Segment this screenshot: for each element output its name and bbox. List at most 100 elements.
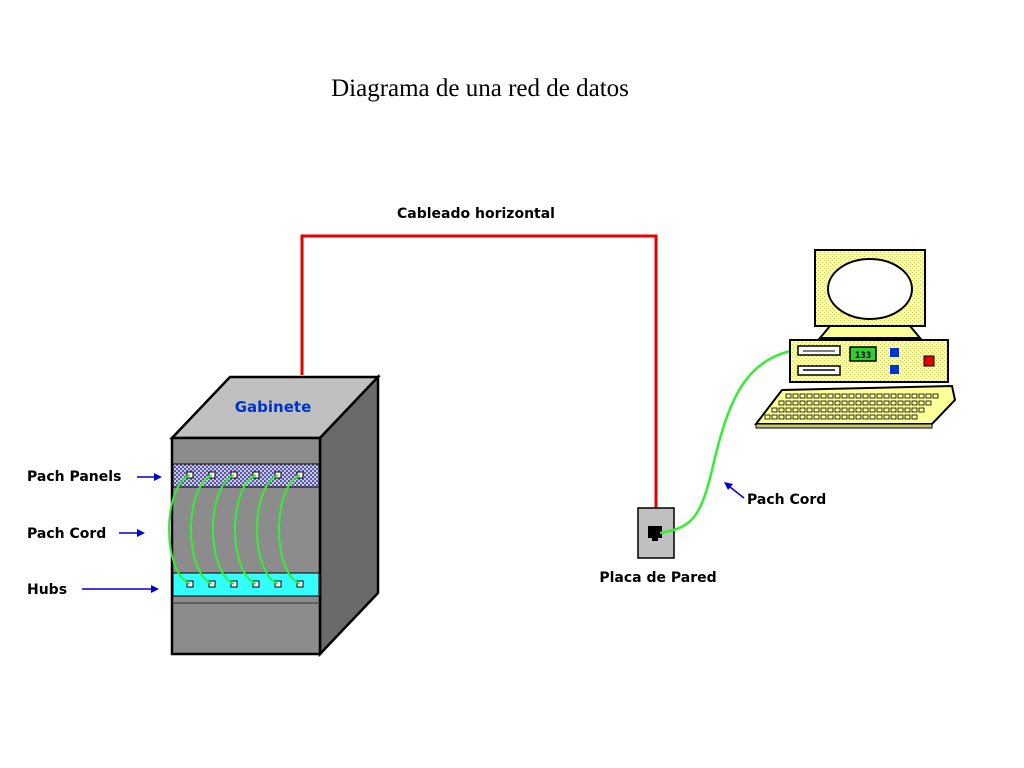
patch-panel-strip	[172, 463, 320, 488]
wall-plate-label: Placa de Pared	[599, 570, 716, 586]
keyboard-key	[855, 400, 862, 406]
keyboard-key	[841, 414, 848, 420]
keyboard-key	[792, 393, 799, 399]
keyboard-key	[799, 407, 806, 413]
keyboard-key	[883, 414, 890, 420]
keyboard-key	[778, 407, 785, 413]
keyboard-key	[925, 393, 932, 399]
keyboard-key	[890, 400, 897, 406]
indicator-blue-bottom	[890, 365, 899, 374]
patch-cord-to-computer	[659, 348, 796, 535]
keyboard-key	[855, 414, 862, 420]
keyboard-key	[918, 407, 925, 413]
cabinet-patch-cord	[234, 474, 257, 585]
keyboard-key	[806, 393, 813, 399]
keyboard-key	[806, 414, 813, 420]
keyboard-key	[869, 400, 876, 406]
keyboard-key	[799, 400, 806, 406]
keyboard-key	[785, 393, 792, 399]
keyboard-key	[911, 407, 918, 413]
keyboard-key	[897, 407, 904, 413]
keyboard-key	[911, 414, 918, 420]
cabinet: Gabinete	[168, 373, 381, 658]
keyboard-key	[904, 407, 911, 413]
keyboard-key	[918, 400, 925, 406]
keyboard-key	[771, 407, 778, 413]
monitor-stand	[817, 325, 923, 339]
keyboard-key	[855, 393, 862, 399]
keyboard-key	[792, 414, 799, 420]
keyboard-key	[813, 414, 820, 420]
keyboard-key	[904, 414, 911, 420]
keyboard-key	[834, 414, 841, 420]
keyboard-key	[841, 407, 848, 413]
keyboard-key	[918, 393, 925, 399]
keyboard-key	[862, 393, 869, 399]
keyboard-key	[792, 407, 799, 413]
keyboard-key	[904, 400, 911, 406]
keyboard-key	[785, 407, 792, 413]
keyboard-key	[862, 400, 869, 406]
cabinet-patch-cord	[168, 474, 191, 585]
keyboard-key	[904, 393, 911, 399]
indicator-red	[923, 355, 935, 367]
keyboard-key	[897, 414, 904, 420]
keyboard-key	[925, 400, 932, 406]
keyboard-key	[771, 414, 778, 420]
keyboard-key	[806, 407, 813, 413]
keyboard-key	[848, 414, 855, 420]
patch-cord-left-arrow	[119, 529, 145, 537]
horizontal-cabling-label: Cableado horizontal	[397, 206, 555, 222]
patch-panels-label: Pach Panels	[27, 469, 121, 485]
patch-cord-right-label: Pach Cord	[747, 492, 826, 508]
keyboard-key	[890, 407, 897, 413]
keyboard-key	[827, 393, 834, 399]
keyboard-key	[848, 407, 855, 413]
hubs-arrow	[82, 585, 159, 593]
keyboard-key	[792, 400, 799, 406]
keyboard-key	[841, 400, 848, 406]
keyboard-key	[890, 414, 897, 420]
keyboard-key	[820, 407, 827, 413]
cabinet-label: Gabinete	[235, 398, 312, 416]
keyboard-key	[876, 414, 883, 420]
indicator-blue-top	[890, 348, 899, 357]
keyboard-key	[862, 414, 869, 420]
keyboard-key	[834, 393, 841, 399]
keyboard-key	[932, 393, 939, 399]
hubs-label: Hubs	[27, 582, 67, 598]
keyboard-key	[890, 393, 897, 399]
wall-jack	[648, 526, 662, 538]
cabinet-patch-cord	[278, 474, 301, 585]
keyboard-key	[897, 393, 904, 399]
diagram-title: Diagrama de una red de datos	[331, 75, 629, 102]
keyboard-key	[813, 393, 820, 399]
keyboard-key	[778, 414, 785, 420]
keyboard-key	[827, 414, 834, 420]
keyboard-key	[869, 393, 876, 399]
computer: 133	[753, 249, 957, 429]
keyboard-key	[876, 400, 883, 406]
keyboard-key	[869, 407, 876, 413]
patch-cord-right-arrow	[724, 482, 745, 499]
front-display	[849, 346, 877, 362]
monitor-screen	[827, 258, 913, 320]
keyboard-key	[876, 393, 883, 399]
keyboard-key	[897, 400, 904, 406]
keyboard-key	[834, 407, 841, 413]
keyboard-key	[778, 400, 785, 406]
keyboard-key	[883, 400, 890, 406]
keyboard-key	[841, 393, 848, 399]
keyboard-key	[869, 414, 876, 420]
keyboard-key	[820, 400, 827, 406]
keyboard-key	[785, 400, 792, 406]
keyboard-key	[799, 414, 806, 420]
keyboard-key	[813, 400, 820, 406]
patch-cord-left-label: Pach Cord	[27, 526, 106, 542]
cabinet-patch-cords	[168, 474, 301, 585]
cabinet-patch-cord	[190, 474, 213, 585]
keyboard-key	[806, 400, 813, 406]
wall-plate	[637, 507, 675, 559]
keyboard-key	[834, 400, 841, 406]
